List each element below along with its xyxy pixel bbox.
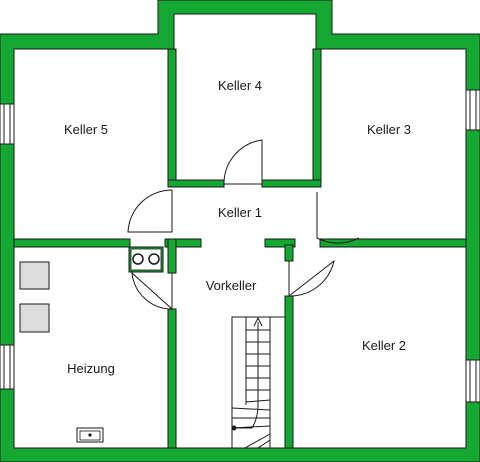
wall-k1-bottom-left <box>164 238 202 248</box>
door-keller5 <box>127 189 173 233</box>
room-label-keller1: Keller 1 <box>218 205 262 220</box>
boiler-2 <box>19 303 50 333</box>
wall-k1-bottom-right <box>264 238 296 248</box>
wall-k5-bottom <box>13 238 131 248</box>
wall-k4-bottom-right <box>261 179 322 188</box>
wall-k3-bottom <box>319 238 467 248</box>
stair-walk-line <box>234 322 259 429</box>
wall-vorkeller-right <box>284 295 294 449</box>
door-keller3 <box>316 192 360 244</box>
door-keller2 <box>288 259 335 298</box>
door-keller4 <box>223 139 263 185</box>
room-label-keller4: Keller 4 <box>218 78 262 93</box>
room-label-vorkeller: Vorkeller <box>206 278 257 293</box>
wall-k4-right <box>312 48 322 186</box>
windows <box>0 89 480 403</box>
room-label-keller3: Keller 3 <box>367 122 411 137</box>
door-heizung <box>131 271 173 311</box>
room-label-keller2: Keller 2 <box>362 338 406 353</box>
window-keller2 <box>465 359 480 403</box>
staircase <box>231 316 286 449</box>
boiler-1 <box>19 261 50 290</box>
wall-vorkeller-right-top <box>284 244 294 262</box>
sink <box>76 427 104 443</box>
doors <box>127 139 360 311</box>
wall-vorkeller-left <box>167 308 177 449</box>
room-label-heizung: Heizung <box>67 361 115 376</box>
room-label-keller5: Keller 5 <box>64 122 108 137</box>
wall-k4-left <box>167 48 177 186</box>
interior-walls <box>13 48 467 449</box>
window-keller3 <box>465 89 480 131</box>
window-heizung <box>0 344 15 390</box>
heating-units <box>19 261 50 333</box>
stair-arrow <box>253 316 263 327</box>
wall-k4-bottom-left <box>167 179 225 188</box>
wall-vorkeller-left-top <box>167 238 177 274</box>
window-keller5 <box>0 103 15 145</box>
chimney <box>128 246 164 273</box>
